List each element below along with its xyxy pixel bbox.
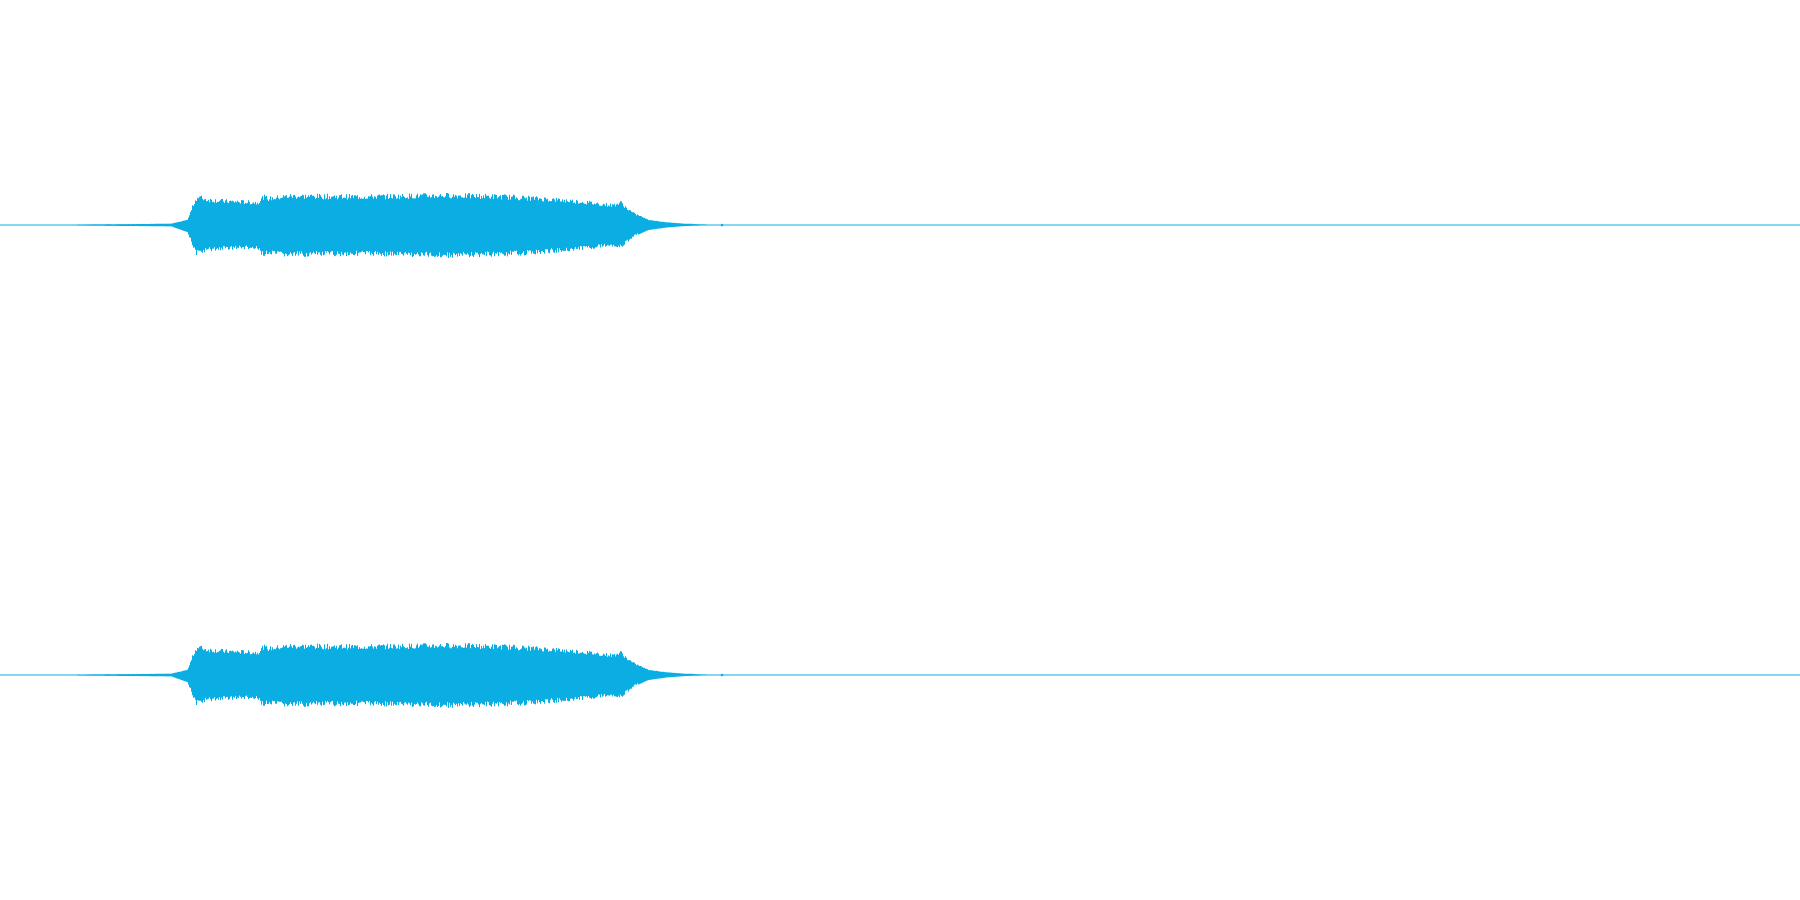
waveform-channel-1	[0, 193, 1800, 258]
waveform-body-channel-2	[57, 643, 715, 708]
waveform-body-channel-1	[57, 193, 715, 258]
waveform-channels	[0, 193, 1800, 708]
waveform-channel-2	[0, 643, 1800, 708]
waveform-tail-channel-2	[720, 673, 724, 677]
waveform-tail-channel-1	[720, 223, 724, 227]
